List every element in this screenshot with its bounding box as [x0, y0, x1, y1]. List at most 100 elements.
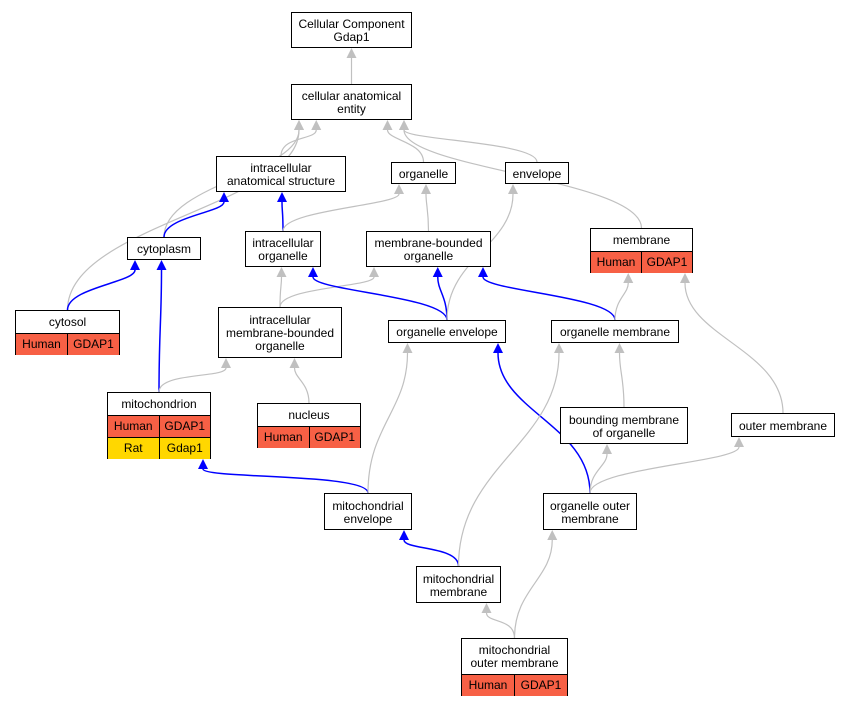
node-cellular-component-gdap1[interactable]: Cellular Component Gdap1: [291, 12, 412, 48]
annotation-row-human: Human GDAP1: [258, 426, 360, 448]
node-cytosol[interactable]: cytosol Human GDAP1: [15, 310, 120, 355]
edge-io-to-organelle: [282, 193, 400, 232]
node-organelle-envelope[interactable]: organelle envelope: [388, 320, 506, 343]
annotation-row-human: Human GDAP1: [16, 333, 119, 355]
arrowhead-imbo-to-io: [276, 267, 287, 277]
node-intracellular-organelle[interactable]: intracellular organelle: [245, 231, 321, 267]
node-bounding-membrane-of-organelle[interactable]: bounding membrane of organelle: [560, 407, 688, 444]
node-organelle-membrane[interactable]: organelle membrane: [551, 320, 679, 343]
node-label: organelle membrane: [559, 325, 671, 339]
arrowhead-oom-to-bmo: [602, 444, 612, 454]
edge-outer-to-membrane: [684, 282, 784, 414]
edge-omem-to-mbo: [482, 276, 616, 321]
gene-cell: GDAP1: [67, 334, 119, 355]
node-label: mitochondrial envelope: [332, 498, 404, 526]
edge-mmem-to-omem: [457, 352, 560, 567]
arrowhead-outer-to-membrane: [680, 273, 690, 283]
species-cell: Human: [468, 678, 508, 692]
node-mitochondrial-outer-membrane[interactable]: mitochondrial outer membrane Human GDAP1: [461, 638, 568, 696]
node-label: membrane: [612, 233, 671, 247]
edge-oenv-to-io: [312, 276, 448, 321]
node-outer-membrane[interactable]: outer membrane: [731, 413, 835, 437]
arrowhead-cytosol-to-cytoplasm: [130, 260, 140, 270]
edge-mom-to-mmem: [485, 612, 516, 639]
arrowhead-cytosol-to-cae: [294, 120, 304, 130]
edge-menv-to-oenv: [367, 352, 409, 494]
species-cell: Rat: [123, 441, 143, 455]
node-label: intracellular anatomical structure: [226, 161, 336, 188]
node-label: organelle envelope: [396, 325, 498, 339]
arrowhead-oenv-to-mbo: [432, 267, 443, 277]
edge-oom-to-outer: [589, 446, 740, 494]
annotation-row-human: Human GDAP1: [108, 415, 210, 437]
node-nucleus[interactable]: nucleus Human GDAP1: [257, 403, 361, 448]
edge-imbo-to-mbo: [279, 276, 375, 308]
edge-io-to-ias: [281, 201, 284, 232]
gene-cell: GDAP1: [158, 416, 211, 437]
arrowhead-menv-to-mito: [198, 459, 208, 469]
edge-mmem-to-menv: [403, 539, 460, 567]
node-envelope[interactable]: envelope: [505, 162, 569, 184]
arrowhead-oom-to-oenv: [493, 343, 503, 353]
node-organelle-outer-membrane[interactable]: organelle outer membrane: [543, 493, 637, 530]
arrowhead-cytoplasm-to-ias: [219, 192, 229, 202]
arrowhead-mbo-to-organelle: [421, 184, 431, 194]
node-label: mitochondrion: [121, 397, 197, 411]
arrowhead-mito-to-imbo: [221, 358, 231, 368]
edge-oom-to-oenv: [497, 352, 591, 494]
edge-imbo-to-io: [279, 276, 283, 308]
arrowhead-mmem-to-omem: [554, 343, 564, 353]
node-label: envelope: [512, 166, 562, 181]
edge-cytosol-to-cytoplasm: [66, 269, 136, 311]
edge-mito-to-cytoplasm: [158, 269, 163, 393]
arrowhead-bmo-to-omem: [614, 343, 625, 353]
node-label: organelle: [398, 166, 449, 181]
edge-mom-to-oom: [513, 539, 553, 639]
edge-organelle-to-cae: [386, 129, 425, 163]
node-organelle[interactable]: organelle: [391, 162, 456, 184]
annotation-row-rat: Rat Gdap1: [108, 437, 210, 459]
species-cell: Human: [22, 337, 61, 351]
arrowhead-mmem-to-menv: [399, 530, 409, 540]
node-mitochondrion[interactable]: mitochondrion Human GDAP1 Rat Gdap1: [107, 392, 211, 459]
arrowhead-io-to-organelle: [394, 184, 404, 194]
node-label: outer membrane: [738, 418, 828, 433]
arrowhead-organelle-to-cae: [382, 120, 393, 130]
node-mitochondrial-membrane[interactable]: mitochondrial membrane: [416, 566, 501, 603]
arrowhead-ias-to-cae: [311, 120, 322, 130]
gene-cell: Gdap1: [158, 438, 211, 459]
arrowhead-oom-to-outer: [734, 437, 744, 447]
annotation-row-human: Human GDAP1: [591, 251, 692, 273]
arrowhead-omem-to-membrane: [623, 273, 634, 283]
arrowhead-oenv-to-io: [308, 267, 318, 277]
arrowhead-membrane-to-cae: [399, 120, 409, 130]
node-label: mitochondrial membrane: [422, 571, 495, 599]
node-label: intracellular membrane-bounded organelle: [225, 313, 335, 353]
edge-bmo-to-omem: [618, 352, 625, 408]
node-label: bounding membrane of organelle: [568, 412, 680, 440]
edge-cytoplasm-to-ias: [163, 201, 225, 238]
node-membrane-bounded-organelle[interactable]: membrane-bounded organelle: [366, 231, 491, 267]
annotation-row-human: Human GDAP1: [462, 674, 567, 696]
arrowhead-io-to-ias: [277, 192, 287, 202]
arrowhead-oenv-to-envelope: [508, 184, 518, 194]
node-label: mitochondrial outer membrane: [470, 643, 559, 670]
node-cytoplasm[interactable]: cytoplasm: [127, 237, 201, 260]
node-label: nucleus: [288, 408, 330, 422]
arrowhead-nucleus-to-imbo: [289, 358, 300, 368]
node-cellular-anatomical-entity[interactable]: cellular anatomical entity: [291, 84, 412, 120]
node-label: cytosol: [48, 315, 87, 329]
arrowhead-imbo-to-mbo: [369, 267, 379, 277]
node-intracellular-membrane-bounded-organelle[interactable]: intracellular membrane-bounded organelle: [218, 307, 342, 358]
edge-oom-to-bmo: [589, 453, 608, 494]
gene-cell: GDAP1: [641, 252, 692, 273]
node-label: organelle outer membrane: [549, 498, 631, 526]
species-cell: Human: [263, 430, 303, 444]
node-intracellular-anatomical-structure[interactable]: intracellular anatomical structure: [216, 156, 346, 192]
node-membrane[interactable]: membrane Human GDAP1: [590, 228, 693, 273]
edge-mito-to-imbo: [158, 367, 227, 393]
edge-omem-to-membrane: [614, 282, 629, 321]
node-mitochondrial-envelope[interactable]: mitochondrial envelope: [324, 493, 412, 530]
node-label: membrane-bounded organelle: [374, 236, 483, 263]
